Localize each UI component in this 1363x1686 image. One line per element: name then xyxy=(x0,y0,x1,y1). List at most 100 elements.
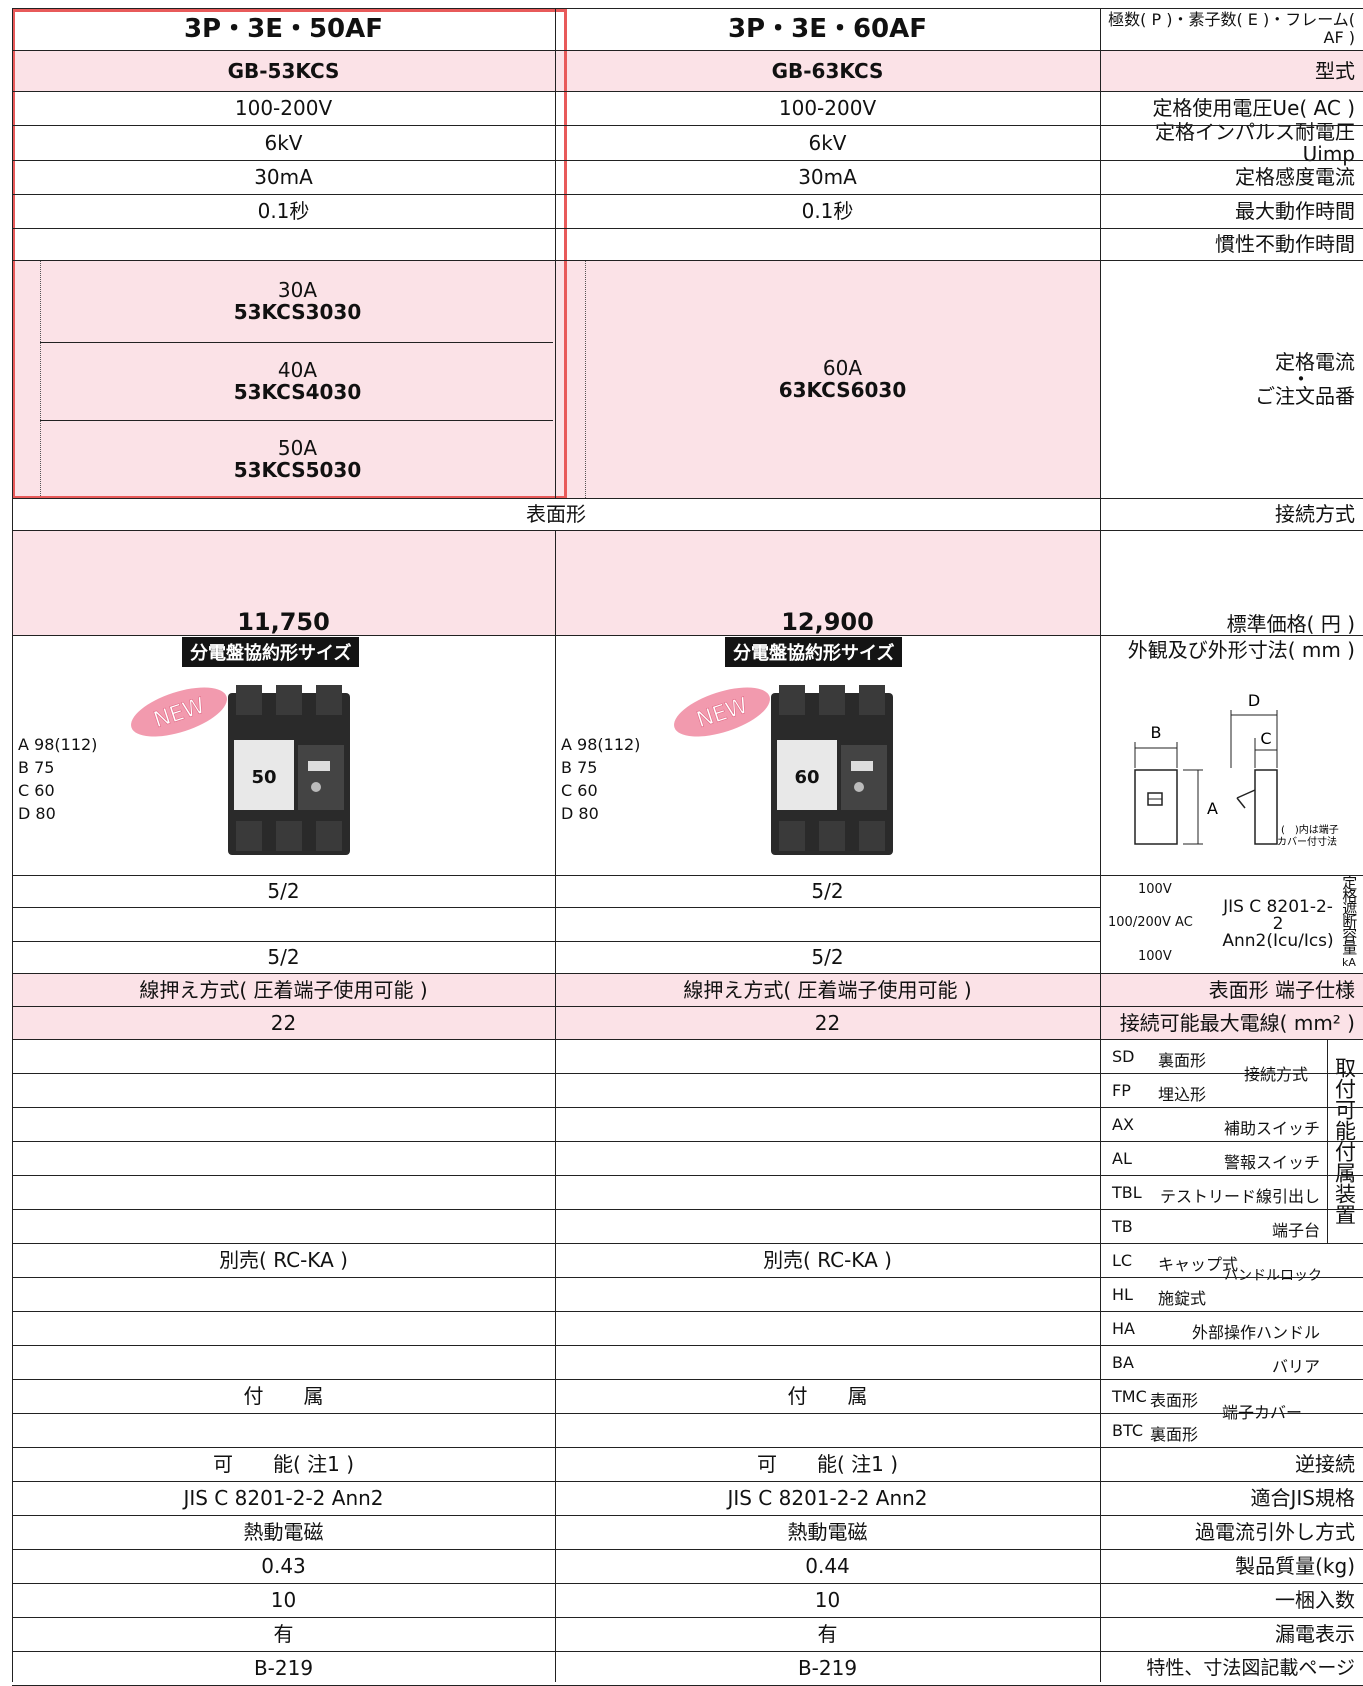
label-reverse: 逆接続 xyxy=(1295,1452,1355,1476)
row-divider xyxy=(12,8,1363,9)
rating-current: 30A xyxy=(277,278,318,302)
label-mass: 製品質量(kg) xyxy=(1235,1554,1355,1578)
standard-line: Ann2(Icu/Ics) xyxy=(1222,930,1334,951)
row-divider xyxy=(12,1447,1363,1448)
col1-price: 11,750 xyxy=(12,530,555,635)
col2-breaking_100b: 5/2 xyxy=(811,945,844,969)
row-divider xyxy=(12,1107,1363,1108)
dimension-b: B 75 xyxy=(18,758,55,777)
col2-accessory xyxy=(555,1141,1100,1175)
col1-pack: 10 xyxy=(270,1588,297,1612)
col2-accessory: 別売( RC-KA ) xyxy=(763,1248,892,1272)
col1-jis: JIS C 8201-2-2 Ann2 xyxy=(183,1486,384,1510)
col1-accessory xyxy=(12,1039,555,1073)
label-rating-line: 定格電流 xyxy=(1275,350,1355,374)
col2-accessory xyxy=(555,1209,1100,1243)
col1-accessory xyxy=(12,1345,555,1379)
accessory-code: BA xyxy=(1112,1353,1134,1372)
accessory-code: FP xyxy=(1112,1081,1131,1100)
svg-text:50: 50 xyxy=(251,767,276,788)
row-divider xyxy=(12,194,1363,195)
col2-header: 3P・3E・60AF xyxy=(727,13,928,44)
row-divider xyxy=(12,91,1363,92)
breaker-photo: 60 xyxy=(771,685,893,855)
row-divider xyxy=(12,1243,1363,1244)
accessory-name: 外部操作ハンドル xyxy=(1191,1323,1320,1342)
col1-header: 3P・3E・50AF xyxy=(183,13,384,44)
col2-accessory xyxy=(555,1277,1100,1311)
label-breaking-side: 定格遮断容量 xyxy=(1340,875,1359,953)
label-volt-100-200: 100/200V AC xyxy=(1108,915,1193,930)
col1-accessory xyxy=(12,1175,555,1209)
standard-line: JIS C 8201-2-2 xyxy=(1223,896,1333,934)
accessory-name: キャップ式 xyxy=(1158,1255,1239,1274)
row-divider xyxy=(12,1006,1363,1007)
col2-max_time: 0.1秒 xyxy=(801,199,854,223)
row-divider xyxy=(12,1413,1363,1414)
col2-reverse: 可 能( 注1 ) xyxy=(756,1452,899,1476)
row-divider xyxy=(12,941,1100,942)
row-divider xyxy=(12,875,1363,876)
row-divider xyxy=(12,1515,1363,1516)
row-divider xyxy=(12,1345,1363,1346)
label-trip: 過電流引外し方式 xyxy=(1195,1520,1355,1544)
row-divider xyxy=(12,973,1363,974)
column-divider xyxy=(12,8,13,1682)
row-divider xyxy=(12,50,1363,51)
accessory-code: BTC xyxy=(1112,1421,1143,1440)
dimension-d: D 80 xyxy=(18,804,56,823)
row-divider xyxy=(12,160,1363,161)
accessory-code: TMC xyxy=(1112,1387,1147,1406)
label-breaking-unit: kA xyxy=(1342,955,1356,969)
col2-accessory xyxy=(555,1107,1100,1141)
col2-accessory xyxy=(555,1039,1100,1073)
col1-terminal: 線押え方式( 圧着端子使用可能 ) xyxy=(12,973,555,1006)
row-divider xyxy=(12,1073,1363,1074)
dotted-divider xyxy=(585,260,586,498)
dimension-c: C 60 xyxy=(561,781,598,800)
row-divider xyxy=(12,907,1100,908)
col2-accessory xyxy=(555,1311,1100,1345)
row-divider xyxy=(12,1583,1363,1584)
col2-accessory xyxy=(555,1345,1100,1379)
row-divider xyxy=(12,1039,1363,1040)
row-divider xyxy=(12,1141,1363,1142)
accessory-terminal-cover-group: 端子カバー xyxy=(1222,1403,1303,1422)
row-divider xyxy=(12,1311,1363,1312)
accessory-name: 裏面形 xyxy=(1158,1051,1207,1070)
svg-text:A: A xyxy=(1207,799,1218,818)
col2-accessory xyxy=(555,1175,1100,1209)
col1-accessory xyxy=(12,1311,555,1345)
label-page: 特性、寸法図記載ページ xyxy=(1146,1656,1355,1679)
accessory-code: AL xyxy=(1112,1149,1132,1168)
row-divider xyxy=(12,498,1363,499)
accessory-code: TB xyxy=(1112,1217,1133,1236)
label-jis: 適合JIS規格 xyxy=(1250,1486,1356,1510)
order-number: 53KCS3030 xyxy=(233,300,362,324)
highlight-frame xyxy=(12,9,567,499)
col1-max-wire: 22 xyxy=(12,1006,555,1039)
col1-page: B-219 xyxy=(253,1656,314,1680)
accessory-name: テストリード線引出し xyxy=(1159,1187,1320,1206)
col2-accessory xyxy=(555,1413,1100,1447)
accessory-name: 裏面形 xyxy=(1150,1425,1199,1444)
column-divider xyxy=(1100,8,1101,1682)
col1-accessory xyxy=(12,1277,555,1311)
label-connection: 接続方式 xyxy=(1275,502,1355,526)
col2-mass: 0.44 xyxy=(805,1554,850,1578)
row-divider xyxy=(12,1209,1363,1210)
label-rating-line: ご注文品番 xyxy=(1255,384,1355,408)
order-number: 53KCS4030 xyxy=(233,380,362,404)
svg-text:( )内は端子: ( )内は端子 xyxy=(1281,823,1339,836)
label-pack: 一梱入数 xyxy=(1275,1588,1355,1612)
ratings-bg xyxy=(12,260,1100,498)
col2-sensitivity: 30mA xyxy=(798,165,857,189)
row-divider xyxy=(12,1481,1363,1482)
col1-mass: 0.43 xyxy=(261,1554,306,1578)
order-number: 63KCS6030 xyxy=(778,378,907,402)
svg-text:C: C xyxy=(1260,729,1271,748)
col2-page: B-219 xyxy=(797,1656,858,1680)
